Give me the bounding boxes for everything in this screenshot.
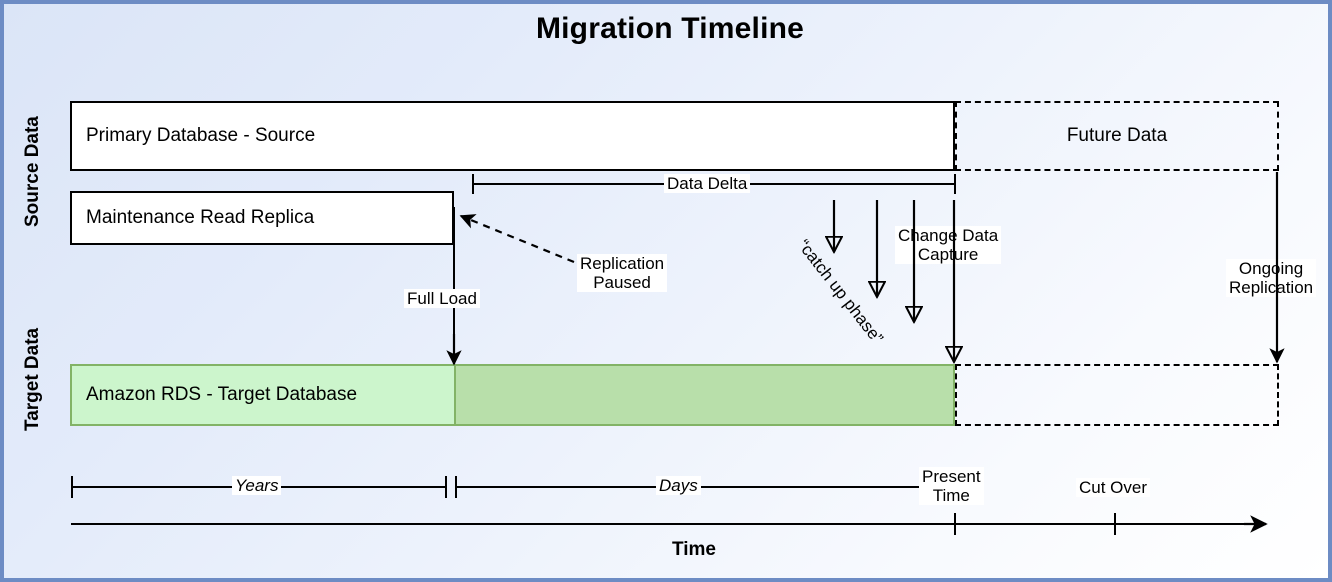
axis-label-target-data: Target Data: [22, 327, 43, 431]
label-change-data-capture-line2: Capture: [917, 245, 979, 265]
box-maintenance-read-replica[interactable]: Maintenance Read Replica: [70, 191, 454, 245]
box-target-catchup-region: [456, 364, 955, 426]
label-catch-up-phase: “catch up phase”: [794, 236, 887, 348]
label-ongoing-replication-line1: Ongoing: [1238, 259, 1304, 278]
box-target-future-region: [955, 364, 1279, 426]
label-ongoing-replication-line2: Replication: [1229, 278, 1314, 298]
label-replication-paused: Replication Paused: [577, 254, 668, 293]
box-future-data-label: Future Data: [1066, 125, 1168, 146]
full-load-connector: [453, 207, 455, 357]
time-axis-tick-present: [954, 513, 956, 535]
box-amazon-rds-target-database[interactable]: Amazon RDS - Target Database: [70, 364, 456, 426]
label-replication-paused-line2: Paused: [593, 273, 651, 293]
label-present-time: Present Time: [919, 467, 984, 506]
box-amazon-rds-target-database-label: Amazon RDS - Target Database: [86, 384, 358, 405]
replication-paused-leader: [459, 214, 575, 264]
time-axis-tick-cutover: [1114, 513, 1116, 535]
label-full-load: Full Load: [404, 289, 480, 309]
label-years: Years: [232, 476, 282, 496]
label-change-data-capture: Change Data Capture: [895, 226, 1002, 265]
box-primary-database-source-label: Primary Database - Source: [86, 125, 316, 146]
label-data-delta: Data Delta: [664, 174, 751, 194]
page-title: Migration Timeline: [535, 12, 805, 45]
label-days: Days: [656, 476, 701, 496]
axis-label-source-data: Source Data: [22, 116, 43, 228]
label-present-time-line2: Time: [932, 486, 970, 506]
label-ongoing-replication: Ongoing Replication: [1226, 259, 1317, 298]
label-time-axis: Time: [671, 539, 716, 560]
box-maintenance-read-replica-label: Maintenance Read Replica: [86, 207, 315, 228]
box-future-data[interactable]: Future Data: [955, 101, 1279, 171]
label-present-time-line1: Present: [922, 467, 981, 486]
time-axis-line: [71, 523, 1261, 525]
label-change-data-capture-line1: Change Data: [898, 226, 999, 245]
years-end-tick: [445, 476, 447, 498]
label-cut-over: Cut Over: [1076, 478, 1151, 498]
box-primary-database-source[interactable]: Primary Database - Source: [70, 101, 955, 171]
label-replication-paused-line1: Replication: [580, 254, 665, 273]
